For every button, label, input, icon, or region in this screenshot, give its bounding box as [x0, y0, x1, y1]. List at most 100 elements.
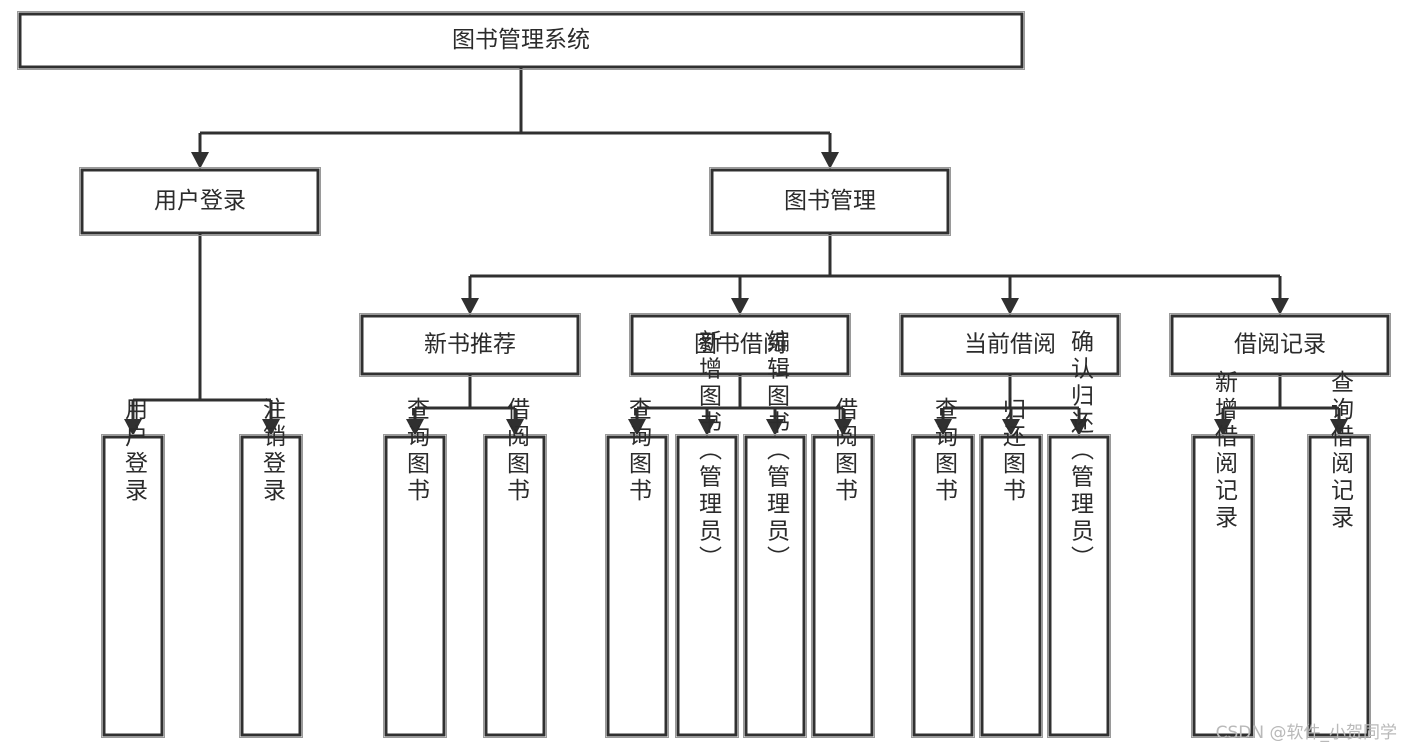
node-box [102, 435, 164, 737]
node-recommend-borrow-book[interactable]: 借阅图书 [483, 397, 547, 738]
arrow-head [628, 419, 646, 436]
node-new-book-recommend[interactable]: 新书推荐 [359, 313, 581, 377]
node-box-shadow [1169, 313, 1391, 377]
node-box [1308, 435, 1370, 737]
node-box-shadow [911, 434, 975, 738]
node-box [18, 12, 1024, 69]
node-box [812, 435, 874, 737]
arrow-head [1001, 298, 1019, 315]
node-current-query-book[interactable]: 查询图书 [911, 397, 975, 738]
node-recommend-query-book[interactable]: 查询图书 [383, 397, 447, 738]
node-current-confirm-return[interactable]: 确认归还（管理员） [1047, 330, 1111, 738]
node-record-query[interactable]: 查询借阅记录 [1307, 370, 1371, 738]
node-box-shadow [743, 434, 807, 738]
node-box [630, 314, 850, 376]
node-box [80, 168, 320, 235]
node-layer: 图书管理系统用户登录用户登录注销登录图书管理新书推荐查询图书借阅图书图书借阅查询… [17, 11, 1391, 738]
arrow-head [191, 152, 209, 169]
node-box-shadow [709, 167, 951, 236]
node-label: 图书管理 [784, 188, 876, 214]
arrow-head [934, 419, 952, 436]
node-box-shadow [239, 434, 303, 738]
node-current-borrow[interactable]: 当前借阅 [899, 313, 1121, 377]
arrow-head [1214, 419, 1232, 436]
node-box-shadow [359, 313, 581, 377]
node-label: 图书管理系统 [452, 27, 590, 53]
arrow-head [731, 298, 749, 315]
node-box [676, 435, 738, 737]
node-label: 新增图书（管理员） [695, 330, 723, 573]
arrow-head [766, 419, 784, 436]
node-label: 新书推荐 [424, 332, 516, 358]
node-borrow-borrow-book[interactable]: 借阅图书 [811, 397, 875, 738]
node-box-shadow [899, 313, 1121, 377]
node-label: 图书借阅 [694, 332, 786, 358]
node-borrow-add-book[interactable]: 新增图书（管理员） [675, 330, 739, 738]
node-box-shadow [675, 434, 739, 738]
node-box-shadow [79, 167, 321, 236]
node-box-shadow [605, 434, 669, 738]
node-box-shadow [979, 434, 1043, 738]
node-label: 查询图书 [403, 397, 431, 505]
node-box [1048, 435, 1110, 737]
node-box [900, 314, 1120, 376]
node-box-shadow [1191, 434, 1255, 738]
arrow-head [461, 298, 479, 315]
node-label: 注销登录 [259, 397, 287, 505]
node-label: 编辑图书（管理员） [763, 330, 791, 573]
node-borrow-edit-book[interactable]: 编辑图书（管理员） [743, 330, 807, 738]
node-user-login-logout[interactable]: 注销登录 [239, 397, 303, 738]
node-user-login-login[interactable]: 用户登录 [101, 397, 165, 738]
arrow-head [506, 419, 524, 436]
node-box-shadow [17, 11, 1025, 70]
arrow-head [821, 152, 839, 169]
node-box [360, 314, 580, 376]
node-label: 借阅记录 [1234, 332, 1326, 358]
node-label: 查询图书 [931, 397, 959, 505]
arrow-head [406, 419, 424, 436]
arrow-head [262, 419, 280, 436]
node-book-borrow[interactable]: 图书借阅 [629, 313, 851, 377]
node-box-shadow [483, 434, 547, 738]
node-user-login[interactable]: 用户登录 [79, 167, 321, 236]
node-box [606, 435, 668, 737]
node-box [384, 435, 446, 737]
arrow-head [1330, 419, 1348, 436]
node-book-management[interactable]: 图书管理 [709, 167, 951, 236]
node-label: 用户登录 [121, 397, 149, 505]
node-box-shadow [629, 313, 851, 377]
node-label: 确认归还（管理员） [1067, 330, 1095, 573]
node-box [1192, 435, 1254, 737]
watermark-text: CSDN @软件_小贺同学 [1215, 723, 1397, 743]
arrow-head [124, 419, 142, 436]
node-root[interactable]: 图书管理系统 [17, 11, 1025, 70]
node-box [240, 435, 302, 737]
connector-layer [124, 67, 1348, 436]
arrow-head [698, 419, 716, 436]
node-box [1170, 314, 1390, 376]
node-record-add[interactable]: 新增借阅记录 [1191, 370, 1255, 738]
node-box-shadow [1307, 434, 1371, 738]
node-box-shadow [101, 434, 165, 738]
node-box [484, 435, 546, 737]
node-label: 借阅图书 [503, 397, 531, 505]
node-box [980, 435, 1042, 737]
node-box [744, 435, 806, 737]
arrow-head [1002, 419, 1020, 436]
node-label: 新增借阅记录 [1211, 370, 1239, 532]
arrow-head [1271, 298, 1289, 315]
node-label: 用户登录 [154, 188, 246, 214]
node-label: 查询借阅记录 [1327, 370, 1355, 532]
node-label: 归还图书 [999, 397, 1027, 505]
node-borrow-record[interactable]: 借阅记录 [1169, 313, 1391, 377]
node-current-return-book[interactable]: 归还图书 [979, 397, 1043, 738]
node-box [710, 168, 950, 235]
arrow-head [834, 419, 852, 436]
node-box [912, 435, 974, 737]
node-box-shadow [1047, 434, 1111, 738]
arrow-head [1070, 419, 1088, 436]
node-borrow-query-book[interactable]: 查询图书 [605, 397, 669, 738]
node-label: 借阅图书 [831, 397, 859, 505]
